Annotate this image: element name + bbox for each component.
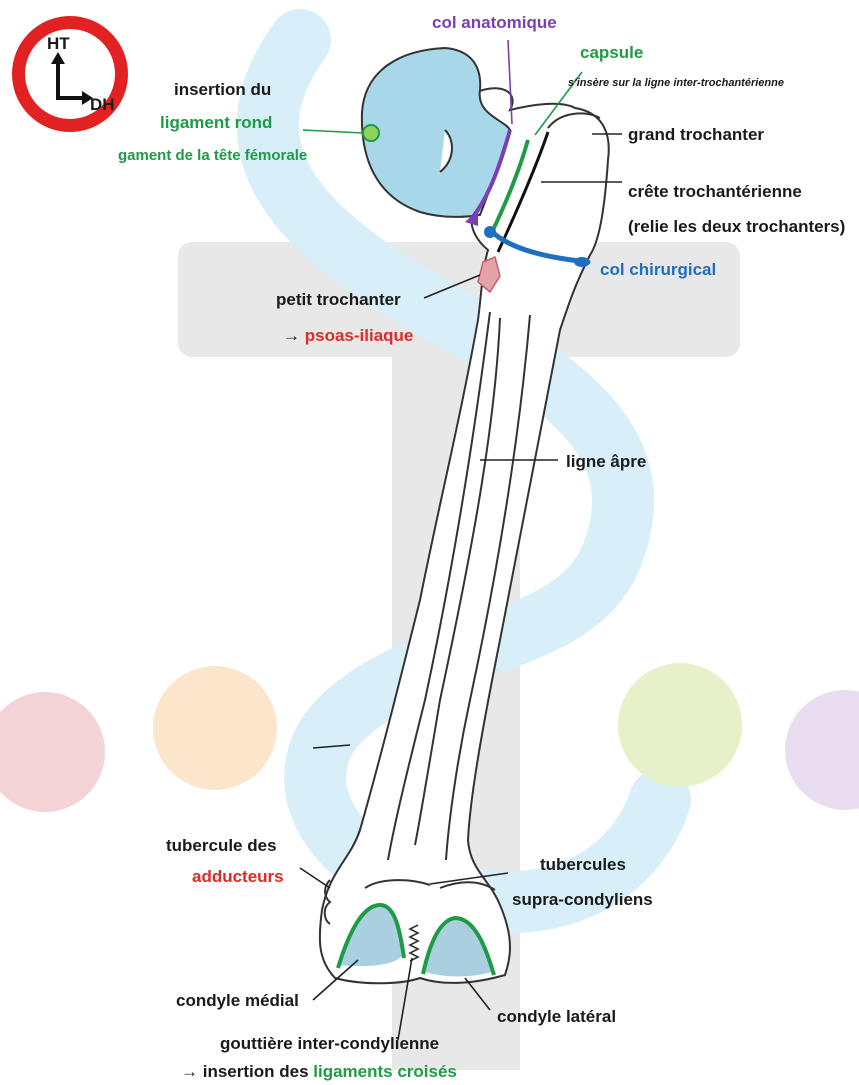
badge-up-label: HT bbox=[47, 34, 70, 53]
label-ligaments-croises: ligaments croisés bbox=[313, 1062, 457, 1081]
label-crete-line1: crête trochantérienne bbox=[628, 182, 802, 201]
label-gouttiere: gouttière inter-condylienne bbox=[220, 1034, 439, 1053]
label-supra-condyliens: supra-condyliens bbox=[512, 890, 653, 909]
label-insertion-du: insertion du bbox=[174, 80, 271, 99]
ligament-rond-dot bbox=[363, 125, 379, 141]
label-insertion-line: → insertion des ligaments croisés bbox=[181, 1062, 457, 1081]
label-psoas: psoas-iliaque bbox=[305, 326, 414, 345]
label-ligne-apre: ligne âpre bbox=[566, 452, 646, 471]
femur-outline bbox=[320, 88, 609, 983]
label-ligament-rond: ligament rond bbox=[160, 113, 272, 132]
label-condyle-lateral: condyle latéral bbox=[497, 1007, 616, 1026]
watermark-dot-lavender bbox=[785, 690, 859, 810]
label-petit-trochanter: petit trochanter bbox=[276, 290, 401, 309]
label-col-chirurgical: col chirurgical bbox=[600, 260, 716, 279]
label-adducteurs: adducteurs bbox=[192, 867, 284, 886]
label-ligament-tete: gament de la tête fémorale bbox=[118, 147, 307, 164]
badge-right-label: DH bbox=[90, 95, 115, 114]
label-tubercules: tubercules bbox=[540, 855, 626, 874]
femur bbox=[320, 48, 609, 983]
watermark-dot-peach bbox=[153, 666, 277, 790]
label-psoas-line: → psoas-iliaque bbox=[283, 326, 413, 345]
leader-ligament-rond bbox=[303, 130, 363, 133]
label-capsule-note: s'insère sur la ligne inter-trochantérie… bbox=[568, 77, 784, 89]
watermark-dot-pink bbox=[0, 692, 105, 812]
leader-tubercule-adducteurs bbox=[300, 868, 330, 888]
label-capsule: capsule bbox=[580, 43, 643, 62]
surgical-neck-dot-right bbox=[574, 257, 590, 267]
orientation-badge: HT DH bbox=[12, 16, 128, 132]
label-tubercule-des: tubercule des bbox=[166, 836, 277, 855]
label-grand-trochanter: grand trochanter bbox=[628, 125, 764, 144]
label-condyle-medial: condyle médial bbox=[176, 991, 299, 1010]
label-crete-line2: (relie les deux trochanters) bbox=[628, 217, 845, 236]
surgical-neck-dot-left bbox=[484, 226, 496, 238]
label-psoas-arrow: → bbox=[283, 326, 305, 345]
label-col-anatomique: col anatomique bbox=[432, 13, 557, 32]
label-insertion-prefix: → insertion des bbox=[181, 1062, 313, 1081]
watermark-dot-lime bbox=[618, 663, 742, 787]
